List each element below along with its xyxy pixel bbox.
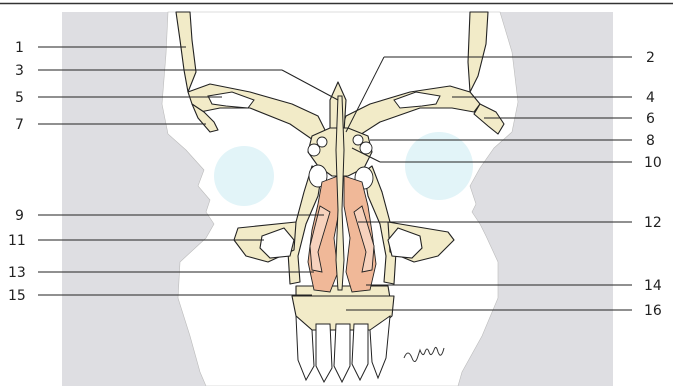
right-eye: [405, 132, 473, 200]
labels-right: 2 4 6 8 10 12 14 16: [644, 50, 662, 319]
label-1: 1: [15, 40, 24, 56]
label-5: 5: [15, 90, 24, 106]
left-eye: [214, 146, 274, 206]
label-12: 12: [644, 215, 662, 231]
label-7: 7: [15, 117, 24, 133]
label-8: 8: [646, 133, 655, 149]
label-14: 14: [644, 278, 662, 294]
label-6: 6: [646, 111, 655, 127]
labels-left: 1 3 5 7 9 11 13 15: [8, 40, 26, 304]
label-13: 13: [8, 265, 26, 281]
label-4: 4: [646, 90, 655, 106]
nasal-septum: [336, 96, 344, 290]
label-9: 9: [15, 208, 24, 224]
label-10: 10: [644, 155, 662, 171]
label-2: 2: [646, 50, 655, 66]
label-3: 3: [15, 63, 24, 79]
label-16: 16: [644, 303, 662, 319]
label-11: 11: [8, 233, 26, 249]
label-15: 15: [8, 288, 26, 304]
